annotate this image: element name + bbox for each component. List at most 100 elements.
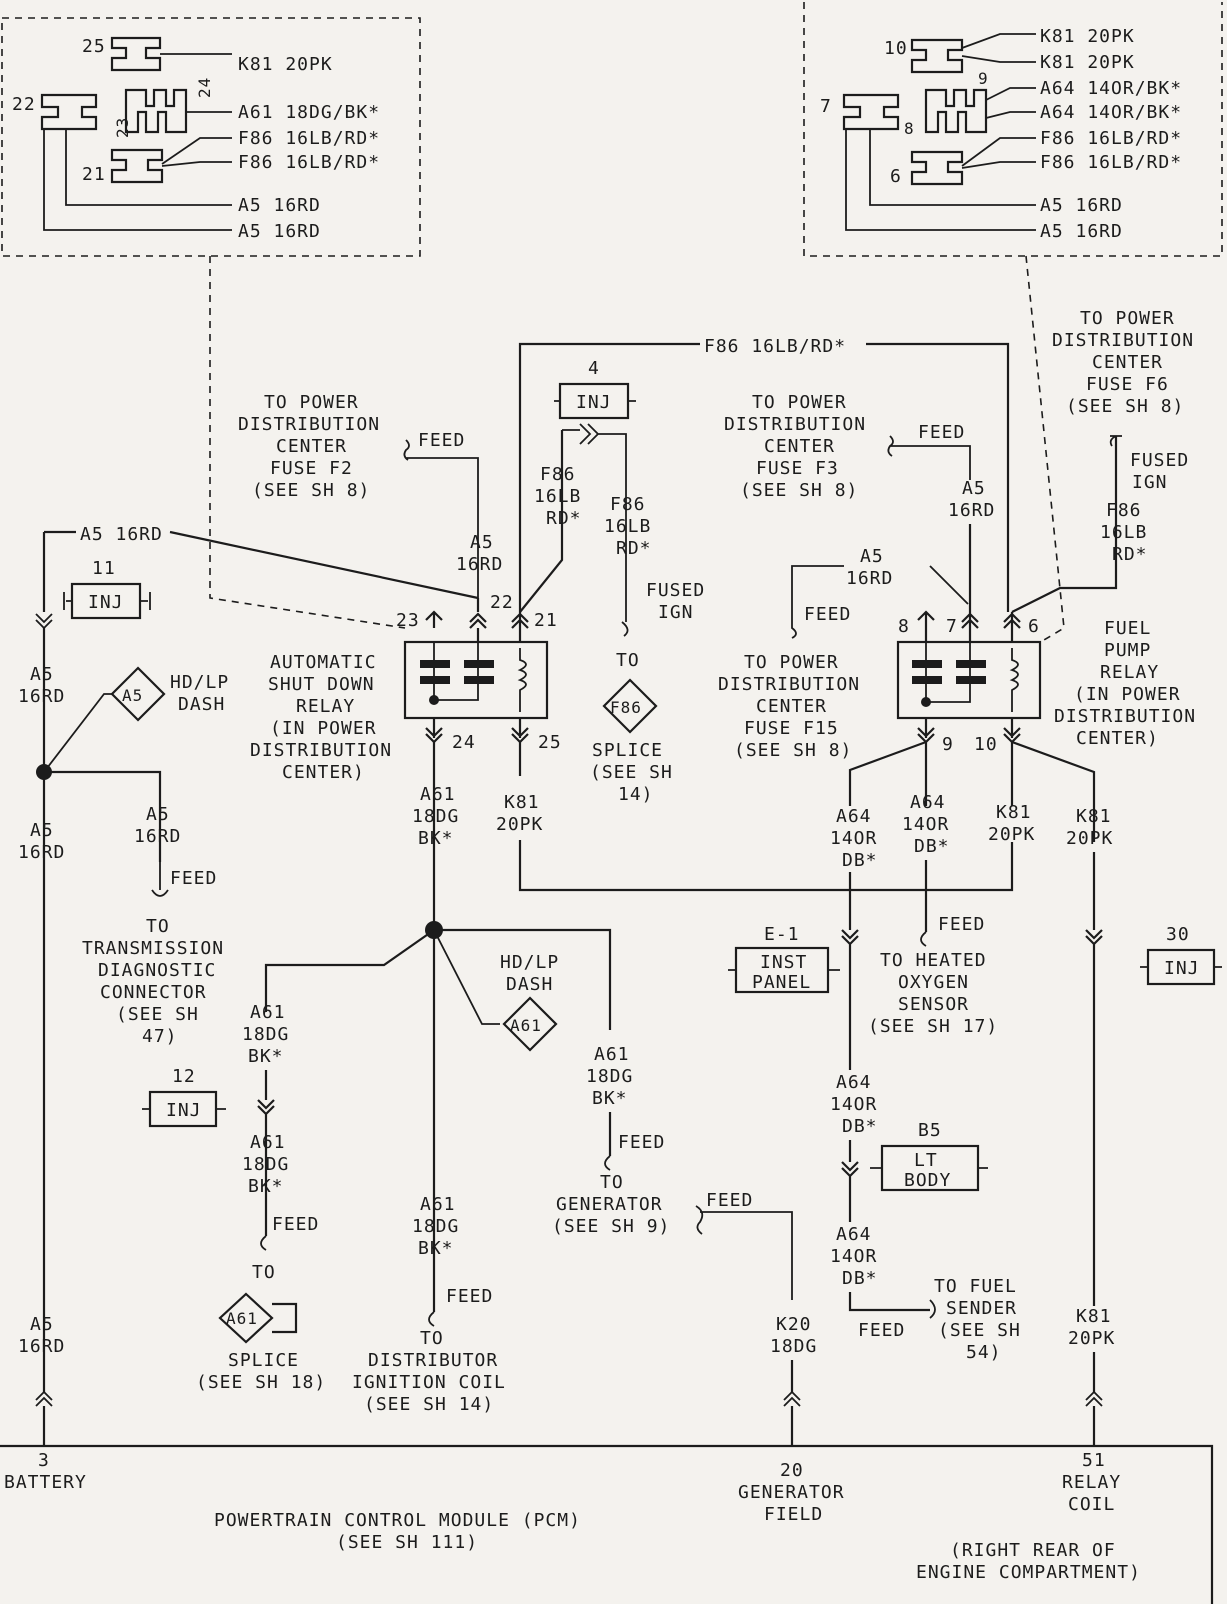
svg-text:FUSE F2: FUSE F2 (270, 458, 353, 479)
svg-text:A64: A64 (910, 792, 946, 813)
inset-left-wire-a61: A61 18DG/BK* (238, 102, 380, 123)
svg-text:12: 12 (172, 1066, 196, 1087)
svg-text:FUEL: FUEL (1104, 618, 1151, 639)
svg-text:(SEE SH 8): (SEE SH 8) (734, 740, 852, 761)
svg-text:20: 20 (780, 1460, 804, 1481)
svg-text:(SEE SH 8): (SEE SH 8) (1066, 396, 1184, 417)
svg-text:3: 3 (38, 1450, 50, 1471)
lt-body-connector: B5 LT BODY (870, 1120, 988, 1192)
svg-text:20PK: 20PK (1066, 828, 1113, 849)
svg-text:TO: TO (146, 916, 170, 937)
svg-text:TO POWER: TO POWER (1080, 308, 1175, 329)
svg-text:TO POWER: TO POWER (752, 392, 847, 413)
svg-text:INJ: INJ (1164, 958, 1200, 979)
svg-text:47): 47) (142, 1026, 178, 1047)
svg-text:RD*: RD* (616, 538, 652, 559)
svg-text:DB*: DB* (914, 836, 950, 857)
asd-f86-feed: F86 16LB RD* F86 16LB RD* FUSED IGN TO F… (534, 423, 704, 805)
inset-right-wire-a64-2: A64 14OR/BK* (1040, 102, 1182, 123)
svg-text:PANEL: PANEL (752, 972, 811, 993)
svg-text:SHUT DOWN: SHUT DOWN (268, 674, 375, 695)
svg-text:A61: A61 (250, 1002, 286, 1023)
svg-text:(SEE SH 18): (SEE SH 18) (196, 1372, 326, 1393)
svg-text:FEED: FEED (918, 422, 965, 443)
svg-text:POWERTRAIN CONTROL MODULE (PCM: POWERTRAIN CONTROL MODULE (PCM) (214, 1510, 581, 1531)
svg-text:A5: A5 (470, 532, 494, 553)
svg-text:A64: A64 (836, 806, 872, 827)
inset-right-wire-k81-1: K81 20PK (1040, 26, 1135, 47)
svg-text:E-1: E-1 (764, 924, 800, 945)
svg-text:14OR: 14OR (830, 1094, 877, 1115)
svg-text:TO FUEL: TO FUEL (934, 1276, 1017, 1297)
inst-panel-connector: E-1 INST PANEL (728, 924, 840, 994)
svg-text:INJ: INJ (88, 592, 124, 613)
svg-text:8: 8 (898, 616, 910, 637)
svg-text:DISTRIBUTION: DISTRIBUTION (724, 414, 866, 435)
svg-text:BATTERY: BATTERY (4, 1472, 87, 1493)
a61-circuit: A61 18DG BK* A61 HD/LP DASH A61 18DG BK*… (196, 742, 669, 1415)
svg-text:A5: A5 (860, 546, 884, 567)
svg-text:F86 16LB/RD*: F86 16LB/RD* (704, 336, 846, 357)
svg-text:INJ: INJ (576, 392, 612, 413)
svg-text:F86: F86 (610, 494, 646, 515)
svg-text:FEED: FEED (938, 914, 985, 935)
svg-text:16LB: 16LB (534, 486, 581, 507)
svg-text:F86: F86 (610, 698, 642, 717)
svg-text:9: 9 (942, 734, 954, 755)
svg-text:16RD: 16RD (134, 826, 181, 847)
svg-text:PUMP: PUMP (1104, 640, 1151, 661)
svg-text:A61: A61 (420, 1194, 456, 1215)
pin-23: 23 (113, 117, 132, 138)
svg-text:SENSOR: SENSOR (898, 994, 969, 1015)
svg-text:20PK: 20PK (496, 814, 543, 835)
svg-text:F86: F86 (1106, 500, 1142, 521)
svg-text:DISTRIBUTION: DISTRIBUTION (250, 740, 392, 761)
pdc-fuse-f6-label: TO POWER DISTRIBUTION CENTER FUSE F6 (SE… (1052, 308, 1194, 565)
svg-text:24: 24 (452, 732, 476, 753)
svg-text:SPLICE: SPLICE (228, 1350, 299, 1371)
pin-9: 9 (978, 69, 989, 88)
fuel-pump-output-wiring: A64 14OR DB* A64 14OR DB* K81 20PK K81 2… (695, 740, 1115, 1446)
fuel-pump-relay: 8 7 6 9 10 FUEL PUMP RELAY (IN POWER DIS… (896, 436, 1195, 755)
svg-text:14): 14) (618, 784, 654, 805)
inset-left-connector-view: 25 22 24 23 21 K81 20PK A61 18DG/BK* F86… (1, 17, 421, 257)
svg-text:RD*: RD* (546, 508, 582, 529)
svg-text:A5 16RD: A5 16RD (80, 524, 163, 545)
svg-text:(SEE SH 14): (SEE SH 14) (364, 1394, 494, 1415)
svg-text:A61: A61 (250, 1132, 286, 1153)
pin-21: 21 (82, 164, 106, 185)
svg-text:(IN POWER: (IN POWER (270, 718, 377, 739)
svg-text:20PK: 20PK (1068, 1328, 1115, 1349)
pdc-fuse-f3-label: TO POWER DISTRIBUTION CENTER FUSE F3 (SE… (724, 392, 994, 612)
leader-left (209, 256, 406, 629)
svg-text:11: 11 (92, 558, 116, 579)
svg-text:DASH: DASH (178, 694, 225, 715)
svg-text:18DG: 18DG (586, 1066, 633, 1087)
pin-8: 8 (904, 119, 915, 138)
svg-text:TRANSMISSION: TRANSMISSION (82, 938, 224, 959)
svg-text:BK*: BK* (418, 828, 454, 849)
svg-text:16RD: 16RD (456, 554, 503, 575)
svg-text:FEED: FEED (858, 1320, 905, 1341)
inset-left-wire-f86-1: F86 16LB/RD* (238, 128, 380, 149)
svg-text:DASH: DASH (506, 974, 553, 995)
svg-text:FEED: FEED (170, 868, 217, 889)
pin-25: 25 (82, 36, 106, 57)
svg-text:18DG: 18DG (242, 1024, 289, 1045)
svg-text:30: 30 (1166, 924, 1190, 945)
svg-text:DISTRIBUTION: DISTRIBUTION (1052, 330, 1194, 351)
svg-text:FEED: FEED (446, 1286, 493, 1307)
inset-right-wire-k81-2: K81 20PK (1040, 52, 1135, 73)
svg-text:(SEE SH 17): (SEE SH 17) (868, 1016, 998, 1037)
to-transmission-diagnostic: FEED TO TRANSMISSION DIAGNOSTIC CONNECTO… (82, 862, 224, 1047)
svg-text:20PK: 20PK (988, 824, 1035, 845)
svg-text:FUSE F3: FUSE F3 (756, 458, 839, 479)
inset-right-wire-a5-1: A5 16RD (1040, 195, 1123, 216)
svg-text:ENGINE COMPARTMENT): ENGINE COMPARTMENT) (916, 1562, 1141, 1583)
svg-text:(SEE SH 8): (SEE SH 8) (252, 480, 370, 501)
svg-text:16RD: 16RD (846, 568, 893, 589)
k81-bridge: K81 20PK (496, 742, 1014, 892)
inset-right-wire-f86-1: F86 16LB/RD* (1040, 128, 1182, 149)
svg-text:A5: A5 (30, 664, 54, 685)
inset-right-wire-a64-1: A64 14OR/BK* (1040, 78, 1182, 99)
